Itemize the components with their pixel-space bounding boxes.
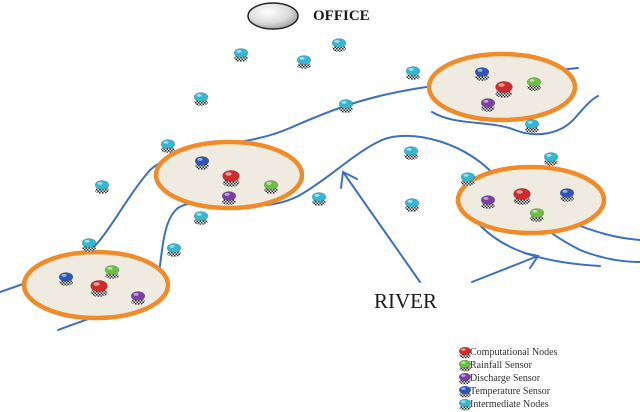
intermediate-node xyxy=(233,48,249,62)
intermediate-node xyxy=(81,238,97,252)
legend-label: Computational Nodes xyxy=(470,347,558,358)
intermediate-node xyxy=(460,172,476,186)
intermediate-node xyxy=(338,99,354,113)
office-label: OFFICE xyxy=(313,8,370,24)
intermediate-node xyxy=(94,180,110,194)
legend: Computational Nodes Rainfall Sensor Disc… xyxy=(458,346,558,411)
legend-item-rainfall: Rainfall Sensor xyxy=(458,359,533,372)
intermediate-node xyxy=(331,38,347,52)
discharge-sensor xyxy=(480,195,496,209)
computational-node xyxy=(495,81,513,98)
intermediate-node xyxy=(543,152,559,166)
temperature-sensor xyxy=(194,156,210,170)
intermediate-node xyxy=(311,192,327,206)
intermediate-node xyxy=(160,139,176,153)
river-arrow-shaft xyxy=(342,171,421,283)
office: OFFICE xyxy=(247,2,370,30)
river-arrow-head xyxy=(340,170,358,189)
legend-item-intermediate: Intermediate Nodes xyxy=(458,398,549,411)
legend-label: Intermediate Nodes xyxy=(470,399,549,410)
legend-item-computational: Computational Nodes xyxy=(458,346,558,359)
temperature-sensor xyxy=(474,67,490,81)
river-inner-channel xyxy=(431,95,599,136)
legend-label: Rainfall Sensor xyxy=(470,360,533,371)
river-label: RIVER xyxy=(374,289,437,313)
intermediate-node xyxy=(296,55,312,69)
temperature-sensor xyxy=(559,188,575,202)
temperature-sensor-icon xyxy=(458,385,472,398)
legend-item-temperature: Temperature Sensor xyxy=(458,385,551,398)
office-icon xyxy=(247,2,299,30)
discharge-sensor-icon xyxy=(458,372,472,385)
rainfall-sensor xyxy=(104,265,120,279)
river-arrows xyxy=(340,170,540,283)
computational-node xyxy=(90,280,108,297)
intermediate-node xyxy=(404,198,420,212)
intermediate-node xyxy=(524,119,540,133)
discharge-sensor xyxy=(480,98,496,112)
cluster-east xyxy=(455,164,607,236)
intermediate-node xyxy=(166,243,182,257)
intermediate-node xyxy=(403,146,419,160)
computational-node-icon xyxy=(458,346,472,359)
rainfall-sensor xyxy=(529,208,545,222)
computational-node xyxy=(222,170,240,187)
computational-node xyxy=(513,188,531,205)
discharge-sensor xyxy=(221,191,237,205)
intermediate-node xyxy=(405,66,421,80)
legend-label: Discharge Sensor xyxy=(470,373,541,384)
discharge-sensor xyxy=(130,291,146,305)
intermediate-node xyxy=(193,211,209,225)
intermediate-node-icon xyxy=(458,398,472,411)
rainfall-sensor xyxy=(263,180,279,194)
flow-arrow-shaft xyxy=(471,255,539,283)
temperature-sensor xyxy=(58,272,74,286)
rainfall-sensor xyxy=(526,77,542,91)
flow-arrow-head xyxy=(523,252,540,269)
intermediate-node xyxy=(193,92,209,106)
legend-label: Temperature Sensor xyxy=(470,386,551,397)
sensor-nodes xyxy=(58,38,575,305)
rainfall-sensor-icon xyxy=(458,359,472,372)
legend-item-discharge: Discharge Sensor xyxy=(458,372,541,385)
